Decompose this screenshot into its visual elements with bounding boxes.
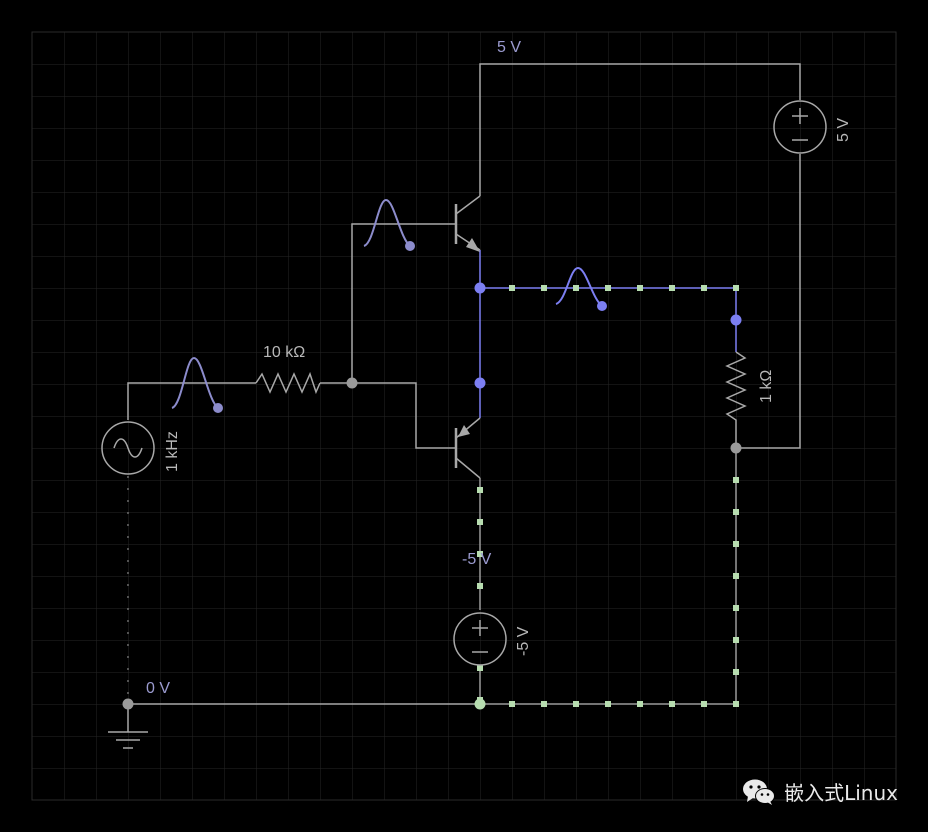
current-dot [669,701,675,707]
label-ground: 0 V [146,680,170,697]
current-dot [733,637,739,643]
label-resistor-10k: 10 kΩ [263,344,305,361]
current-dot [733,669,739,675]
node-load-top [730,314,742,326]
scope-probe-base[interactable] [363,198,415,251]
current-dot [477,665,483,671]
current-dot [733,541,739,547]
ground-symbol [108,731,148,749]
current-dot [733,573,739,579]
dc-source-5v[interactable] [773,100,827,154]
resistor-10k[interactable] [255,371,321,395]
wire-input-top[interactable] [127,382,256,420]
current-dot [733,477,739,483]
current-dot [733,285,739,291]
current-dot [605,701,611,707]
current-dot [701,285,707,291]
current-dot [541,701,547,707]
node-output-top [474,282,486,294]
node-load-bottom [730,442,742,454]
label-signal-freq: 1 kHz [164,431,181,472]
current-dot [477,583,483,589]
label-supply-top: 5 V [497,39,521,56]
current-dot [701,701,707,707]
current-dot [669,285,675,291]
current-dot [573,701,579,707]
node-output-mid [474,377,486,389]
scope-probe-input[interactable] [171,356,223,413]
current-dot [605,285,611,291]
wire-node-npn-base[interactable] [351,223,456,383]
current-dot [733,509,739,515]
dc-source-neg5v[interactable] [453,612,507,666]
wire-right-supply[interactable] [736,154,801,449]
current-dot [541,285,547,291]
node-ground [122,698,134,710]
current-dot [477,551,483,557]
wire-top-rail[interactable] [479,63,801,196]
label-source-5v: 5 V [835,118,852,142]
wechat-icon [743,779,776,805]
current-dot [477,519,483,525]
resistor-1k[interactable] [725,351,747,448]
watermark-text: 嵌入式Linux [784,781,898,805]
current-dot [509,701,515,707]
current-dot [637,285,643,291]
grid-background [31,31,897,801]
wires [127,63,801,732]
node-supply-ground [474,698,486,710]
current-dot [477,487,483,493]
current-dot [573,285,579,291]
scope-probe-output[interactable] [555,266,607,311]
current-dot [637,701,643,707]
watermark: 嵌入式Linux [742,777,898,806]
wire-r-node[interactable] [320,382,456,449]
npn-transistor[interactable] [454,195,481,252]
node-base-junction [346,377,358,389]
label-supply-bottom: -5 V [462,551,492,568]
pnp-transistor[interactable] [454,417,481,479]
ac-source[interactable] [101,421,155,475]
current-dot [733,701,739,707]
label-source-neg5v: -5 V [515,626,532,656]
current-dot [509,285,515,291]
nodes[interactable] [122,282,742,710]
current-dot [733,605,739,611]
label-resistor-1k: 1 kΩ [758,370,775,403]
